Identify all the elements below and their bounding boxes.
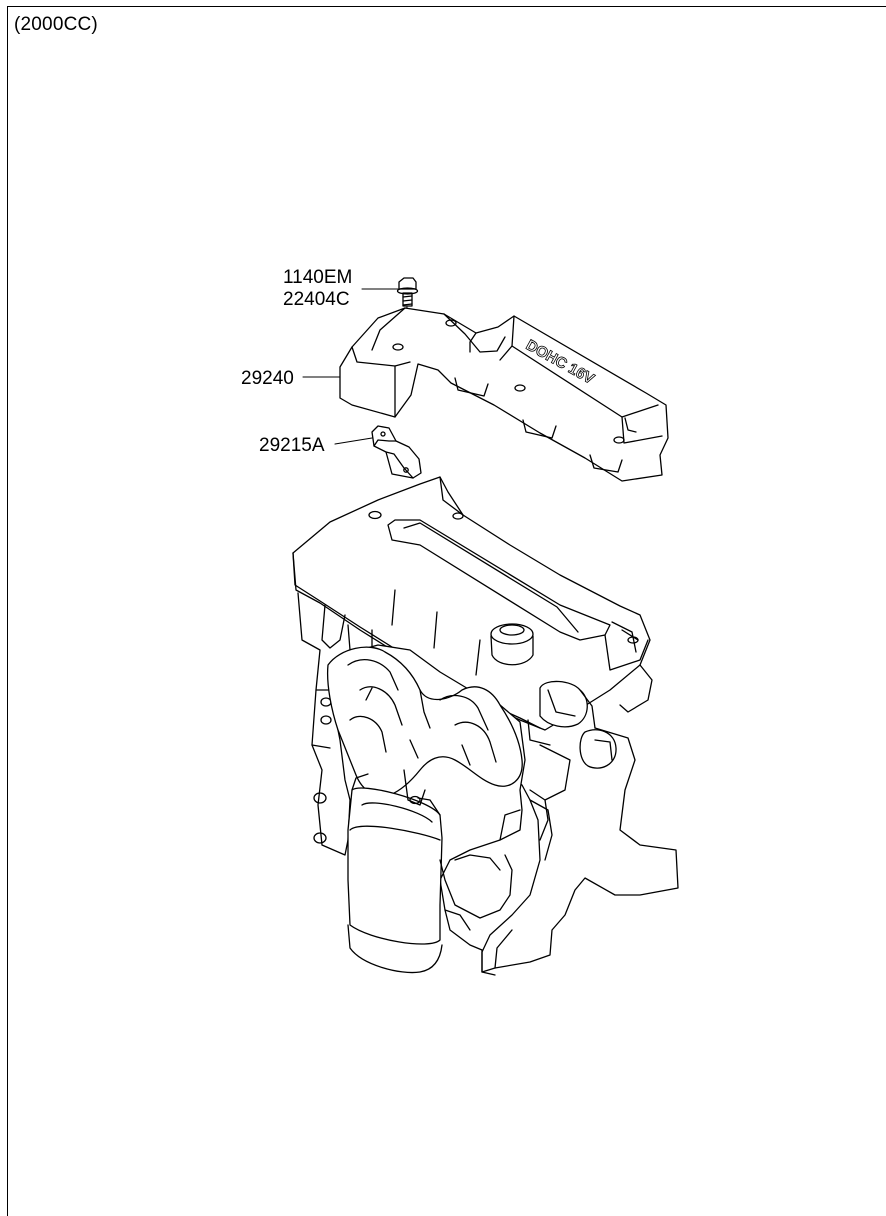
callout-engine-cover[interactable]: 29240 <box>241 368 294 389</box>
diagram-frame <box>7 6 886 1216</box>
engine-assembly[interactable] <box>292 476 679 976</box>
callout-bracket[interactable]: 29215A <box>259 435 325 456</box>
leader-line-bracket <box>334 437 373 445</box>
callout-bolt-part-1[interactable]: 1140EM <box>283 267 353 288</box>
callout-bolt-part-2[interactable]: 22404C <box>283 289 350 310</box>
engine-cover[interactable]: DOHC 16V <box>339 307 669 482</box>
cover-bracket[interactable] <box>371 425 422 479</box>
engine-variant-label: (2000CC) <box>14 14 98 35</box>
